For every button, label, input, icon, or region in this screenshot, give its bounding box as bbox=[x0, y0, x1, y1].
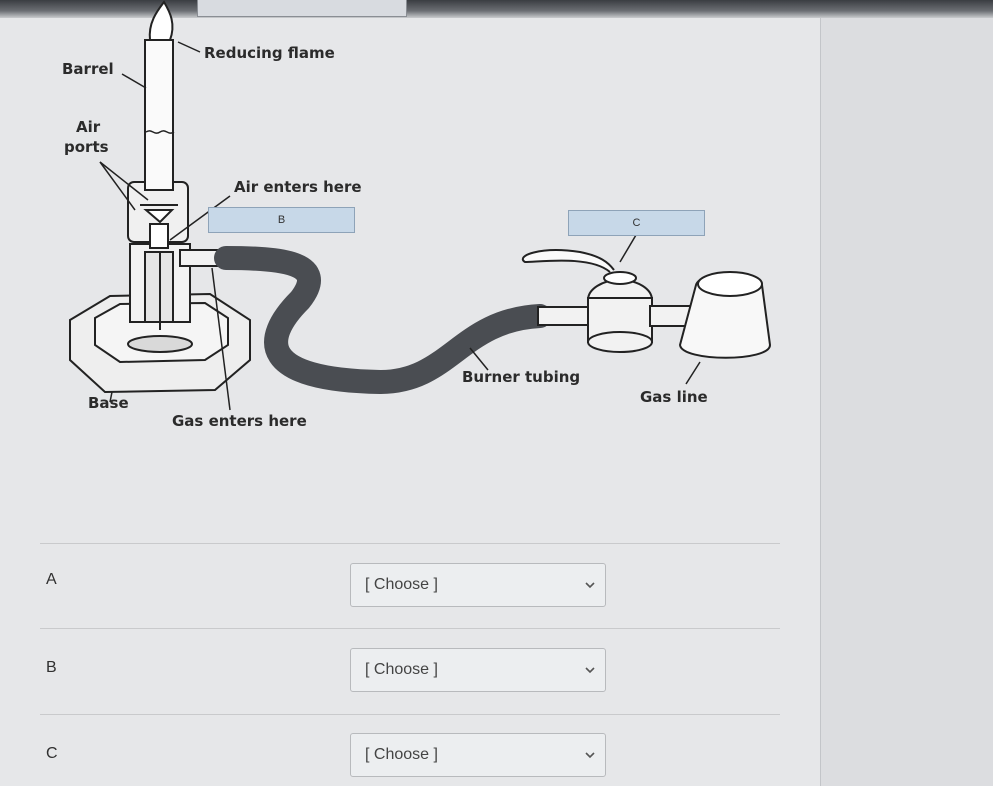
label-reducing-flame: Reducing flame bbox=[204, 44, 335, 62]
burner-barrel bbox=[144, 39, 174, 191]
select-placeholder: [ Choose ] bbox=[365, 661, 438, 678]
label-barrel: Barrel bbox=[62, 60, 114, 78]
question-label-a: A bbox=[46, 571, 57, 588]
bunsen-burner-diagram bbox=[69, 0, 772, 411]
divider bbox=[40, 628, 780, 629]
right-panel bbox=[820, 18, 993, 786]
top-answer-box bbox=[197, 0, 407, 17]
label-burner-tubing: Burner tubing bbox=[462, 368, 581, 386]
valve-handle bbox=[521, 249, 615, 273]
question-label-c: C bbox=[46, 745, 58, 762]
answer-select-b[interactable]: [ Choose ] bbox=[350, 648, 606, 692]
chevron-down-icon bbox=[585, 752, 595, 759]
answer-select-c[interactable]: [ Choose ] bbox=[350, 733, 606, 777]
answer-box-c: C bbox=[568, 210, 705, 236]
reducing-flame bbox=[148, 0, 174, 41]
burner-tubing bbox=[214, 246, 552, 395]
select-placeholder: [ Choose ] bbox=[365, 576, 438, 593]
label-base: Base bbox=[88, 394, 129, 412]
label-air-ports-line1: Air bbox=[76, 118, 101, 136]
divider bbox=[40, 714, 780, 715]
chevron-down-icon bbox=[585, 667, 595, 674]
label-air-ports-line2: ports bbox=[64, 138, 109, 156]
label-air-enters: Air enters here bbox=[234, 178, 362, 196]
label-gas-line: Gas line bbox=[640, 388, 708, 406]
divider bbox=[40, 543, 780, 544]
label-gas-enters: Gas enters here bbox=[172, 412, 307, 430]
answer-select-a[interactable]: [ Choose ] bbox=[350, 563, 606, 607]
select-placeholder: [ Choose ] bbox=[365, 746, 438, 763]
chevron-down-icon bbox=[585, 582, 595, 589]
answer-box-b: B bbox=[208, 207, 355, 233]
question-label-b: B bbox=[46, 659, 57, 676]
